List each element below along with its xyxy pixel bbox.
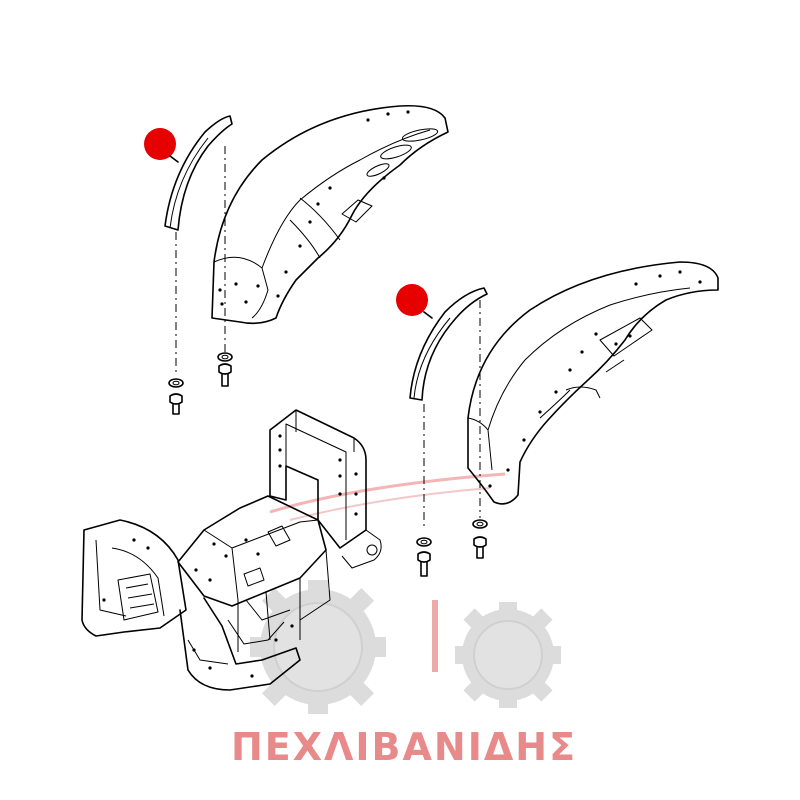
callout-marker-lower[interactable]	[396, 284, 428, 316]
bolt-icon	[473, 536, 487, 559]
upper-fender	[211, 104, 449, 325]
watermark-brand-text: ΠΕΧΛΙΒΑΝΙΔΗΣ	[231, 725, 577, 769]
washer-icon	[472, 519, 488, 529]
callout-markers	[144, 128, 433, 319]
watermark-logo: ΠΕΧΛΙΒΑΝΙΔΗΣ	[231, 472, 577, 769]
washer-icon	[217, 352, 233, 362]
lower-fender	[467, 261, 719, 505]
watermark-gear-left	[250, 580, 386, 714]
callout-marker-upper[interactable]	[144, 128, 176, 160]
watermark-swoosh-2	[289, 487, 491, 521]
washer-icon	[416, 537, 432, 547]
lower-fender-trim-strip	[409, 287, 488, 401]
upper-fender-trim-strip	[164, 115, 233, 231]
assembly-axis-lines	[175, 146, 481, 530]
watermark-swoosh	[269, 472, 506, 514]
bolt-icon	[417, 551, 431, 577]
bolt-icon	[169, 393, 183, 415]
watermark-gear-right	[455, 602, 561, 708]
fasteners	[168, 352, 488, 577]
washer-icon	[168, 378, 184, 388]
cab-platform-frame	[81, 409, 382, 691]
bolt-icon	[218, 363, 232, 387]
